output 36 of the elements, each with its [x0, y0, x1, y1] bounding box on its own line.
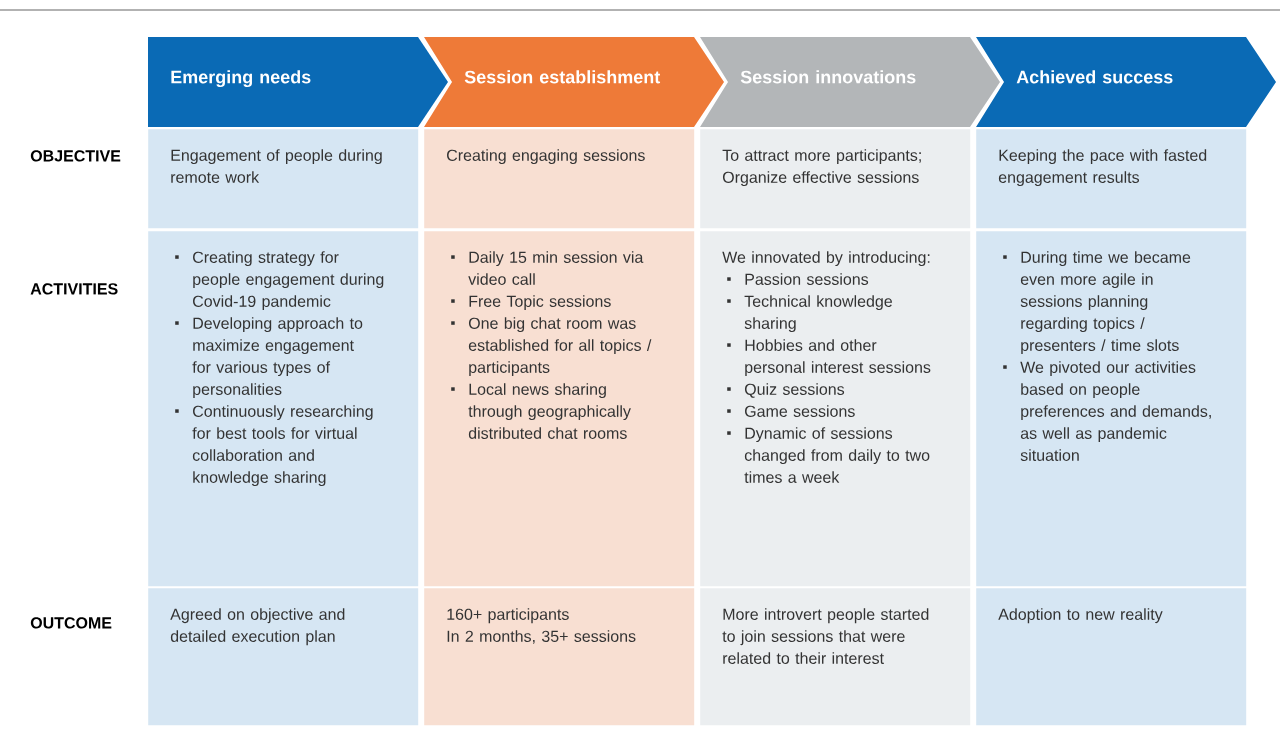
- column-header: Achieved success: [976, 37, 1276, 127]
- column-header: Session establishment: [424, 37, 724, 127]
- row-heading: ACTIVITIES: [30, 283, 118, 295]
- node-label: Agreed on objective and detailed execution plan: [170, 608, 345, 646]
- node-label: We innovated by introducing:: [722, 251, 930, 267]
- node-label: In 2 months, 35+ sessions: [447, 630, 636, 644]
- table-cell: Engagement of people during remote work: [148, 129, 419, 229]
- node-label: Game sessions: [745, 405, 855, 417]
- table-cell: 160+ participants In 2 months, 35+ sessions: [424, 588, 695, 726]
- node-label: Dynamic of sessions changed from daily to two times a week: [744, 427, 930, 483]
- node-label: Passion sessions: [745, 273, 869, 285]
- node-label: More introvert people started to join sessions that were related to their interest: [722, 608, 929, 664]
- node-label: 160+ participants: [447, 608, 569, 624]
- row-heading: OUTCOME: [30, 617, 112, 629]
- node-label: During time we became even more agile in sessions planning regarding topics / presenters / time slots: [1020, 251, 1191, 355]
- row-heading: OBJECTIVE: [30, 150, 121, 162]
- column-header: Emerging needs: [148, 37, 448, 127]
- table-cell: Creating engaging sessions: [424, 129, 695, 229]
- table-cell: More introvert people started to join sessions that were related to their interest: [700, 588, 971, 726]
- node-label: Creating strategy for people engagement during Covid-19 pandemic: [193, 251, 384, 311]
- node-label: Daily 15 min session via video call: [468, 251, 644, 285]
- node-label: Free Topic sessions: [469, 295, 611, 311]
- node-label: Technical knowledge sharing: [744, 295, 892, 333]
- table-cell: To attract more participants; Organize effective sessions: [700, 129, 971, 229]
- node-label: Local news sharing through geographically distributed chat rooms: [468, 383, 631, 439]
- table-cell: Keeping the pace with fasted engagement results: [976, 129, 1247, 229]
- node-label: Developing approach to maximize engagement for various types of personalities: [192, 317, 363, 399]
- table-cell: Agreed on objective and detailed execution plan: [148, 588, 419, 726]
- table-cell: Adoption to new reality: [976, 588, 1247, 726]
- node-label: Quiz sessions: [744, 383, 845, 398]
- node-label: Adoption to new reality: [998, 608, 1163, 624]
- node-label: We pivoted our activities based on people preferences and demands, as well as pandemic situation: [1020, 361, 1211, 461]
- node-label: One big chat room was established for all topics / participants: [468, 317, 652, 377]
- node-label: Hobbies and other personal interest sessions: [745, 339, 931, 377]
- column-header: Session innovations: [700, 37, 1000, 127]
- node-label: Continuously researching for best tools for virtual collaboration and knowledge sharing: [192, 405, 373, 487]
